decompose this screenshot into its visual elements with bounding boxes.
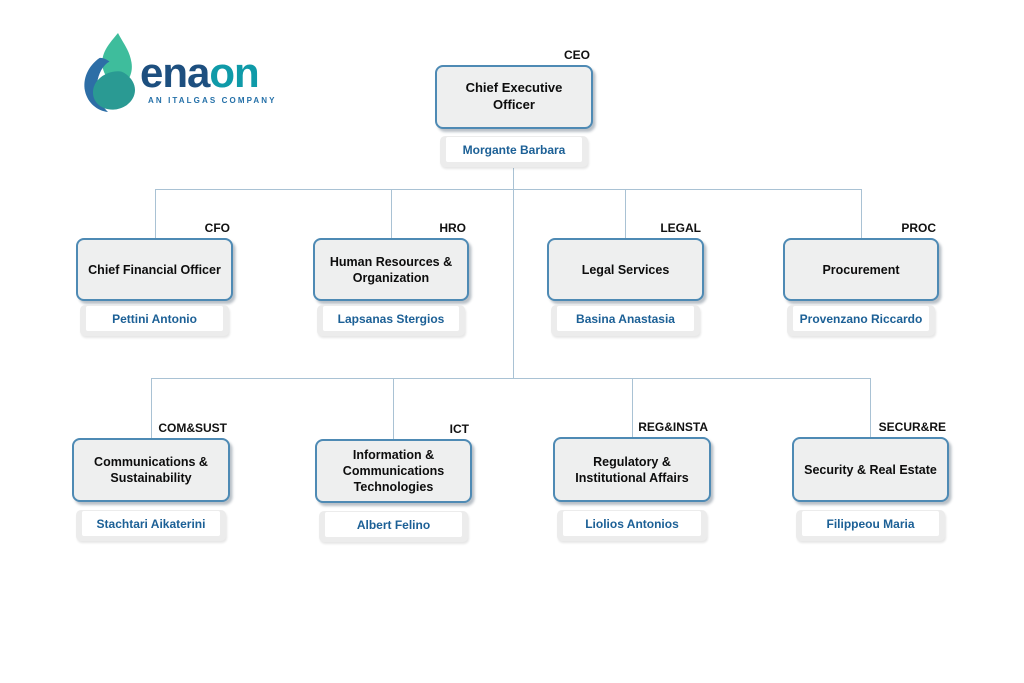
node-title: Human Resources & Organization [329, 254, 453, 285]
org-node-cfo: CFO Chief Financial Officer Pettini Anto… [76, 221, 233, 336]
node-title: Procurement [822, 262, 900, 277]
wordmark-blue-part: ena [140, 49, 210, 96]
connector-drop-cfo [155, 189, 156, 238]
node-name-plate: Pettini Antonio [80, 305, 229, 336]
node-title: Regulatory & Institutional Affairs [575, 454, 689, 485]
node-person-name: Morgante Barbara [446, 137, 582, 162]
connector-row3-horizontal [151, 378, 870, 379]
node-code-label: HRO [439, 221, 466, 235]
node-title-box: Communications & Sustainability [72, 438, 230, 502]
connector-drop-securre [870, 378, 871, 437]
node-title-box: Procurement [783, 238, 939, 301]
node-person-name: Albert Felino [325, 512, 462, 537]
connector-center-vertical [513, 189, 514, 378]
connector-drop-proc [861, 189, 862, 238]
node-person-name: Stachtari Aikaterini [82, 511, 220, 536]
node-title-box: Regulatory & Institutional Affairs [553, 437, 711, 502]
org-node-ict: ICT Information & Communications Technol… [315, 422, 472, 542]
node-title: Security & Real Estate [804, 462, 937, 477]
node-name-plate: Stachtari Aikaterini [76, 510, 226, 541]
flame-logo-icon [84, 33, 135, 112]
node-title-box: Chief Financial Officer [76, 238, 233, 301]
org-node-hro: HRO Human Resources & Organization Lapsa… [313, 221, 469, 336]
node-name-plate: Morgante Barbara [440, 136, 588, 167]
org-node-legal: LEGAL Legal Services Basina Anastasia [547, 221, 704, 336]
node-person-name: Lapsanas Stergios [323, 306, 459, 331]
node-person-name: Pettini Antonio [86, 306, 223, 331]
node-title: Chief Financial Officer [88, 262, 221, 277]
node-person-name: Filippeou Maria [802, 511, 939, 536]
connector-drop-comsust [151, 378, 152, 438]
org-node-comsust: COM&SUST Communications & Sustainability… [72, 421, 230, 541]
node-name-plate: Basina Anastasia [551, 305, 700, 336]
node-code-label: REG&INSTA [638, 420, 708, 434]
node-title-box: Information & Communications Technologie… [315, 439, 472, 503]
node-code-label: SECUR&RE [878, 420, 946, 434]
node-name-plate: Provenzano Riccardo [787, 305, 935, 336]
connector-drop-ict [393, 378, 394, 439]
node-person-name: Provenzano Riccardo [793, 306, 929, 331]
node-name-plate: Albert Felino [319, 511, 468, 542]
org-node-ceo: CEO Chief Executive Officer Morgante Bar… [435, 48, 593, 167]
node-title-box: Human Resources & Organization [313, 238, 469, 301]
org-node-reginsta: REG&INSTA Regulatory & Institutional Aff… [553, 420, 711, 541]
connector-row2-horizontal [155, 189, 862, 190]
node-code-label: LEGAL [660, 221, 701, 235]
org-node-securre: SECUR&RE Security & Real Estate Filippeo… [792, 420, 949, 541]
node-code-label: ICT [449, 422, 469, 436]
node-title: Information & Communications Technologie… [342, 448, 445, 494]
node-person-name: Liolios Antonios [563, 511, 701, 536]
node-code-label: CEO [563, 48, 590, 62]
node-name-plate: Filippeou Maria [796, 510, 945, 541]
connector-drop-hro [391, 189, 392, 238]
node-title: Legal Services [581, 262, 670, 277]
node-person-name: Basina Anastasia [557, 306, 694, 331]
wordmark-teal-part: on [209, 49, 259, 96]
node-title: Communications & Sustainability [94, 455, 208, 485]
enaon-logo: enaon AN ITALGAS COMPANY [78, 30, 278, 116]
node-title-box: Chief Executive Officer [435, 65, 593, 129]
org-node-proc: PROC Procurement Provenzano Riccardo [783, 221, 939, 336]
node-title: Chief Executive Officer [465, 80, 563, 112]
node-code-label: COM&SUST [158, 421, 227, 435]
node-title-box: Security & Real Estate [792, 437, 949, 502]
brand-wordmark: enaon [140, 49, 260, 96]
connector-drop-legal [625, 189, 626, 238]
connector-drop-reginsta [632, 378, 633, 437]
connector-ceo-stem [513, 168, 514, 189]
node-title-box: Legal Services [547, 238, 704, 301]
node-code-label: CFO [204, 221, 230, 235]
node-code-label: PROC [901, 221, 936, 235]
node-name-plate: Lapsanas Stergios [317, 305, 465, 336]
node-name-plate: Liolios Antonios [557, 510, 707, 541]
brand-tagline: AN ITALGAS COMPANY [148, 96, 277, 105]
